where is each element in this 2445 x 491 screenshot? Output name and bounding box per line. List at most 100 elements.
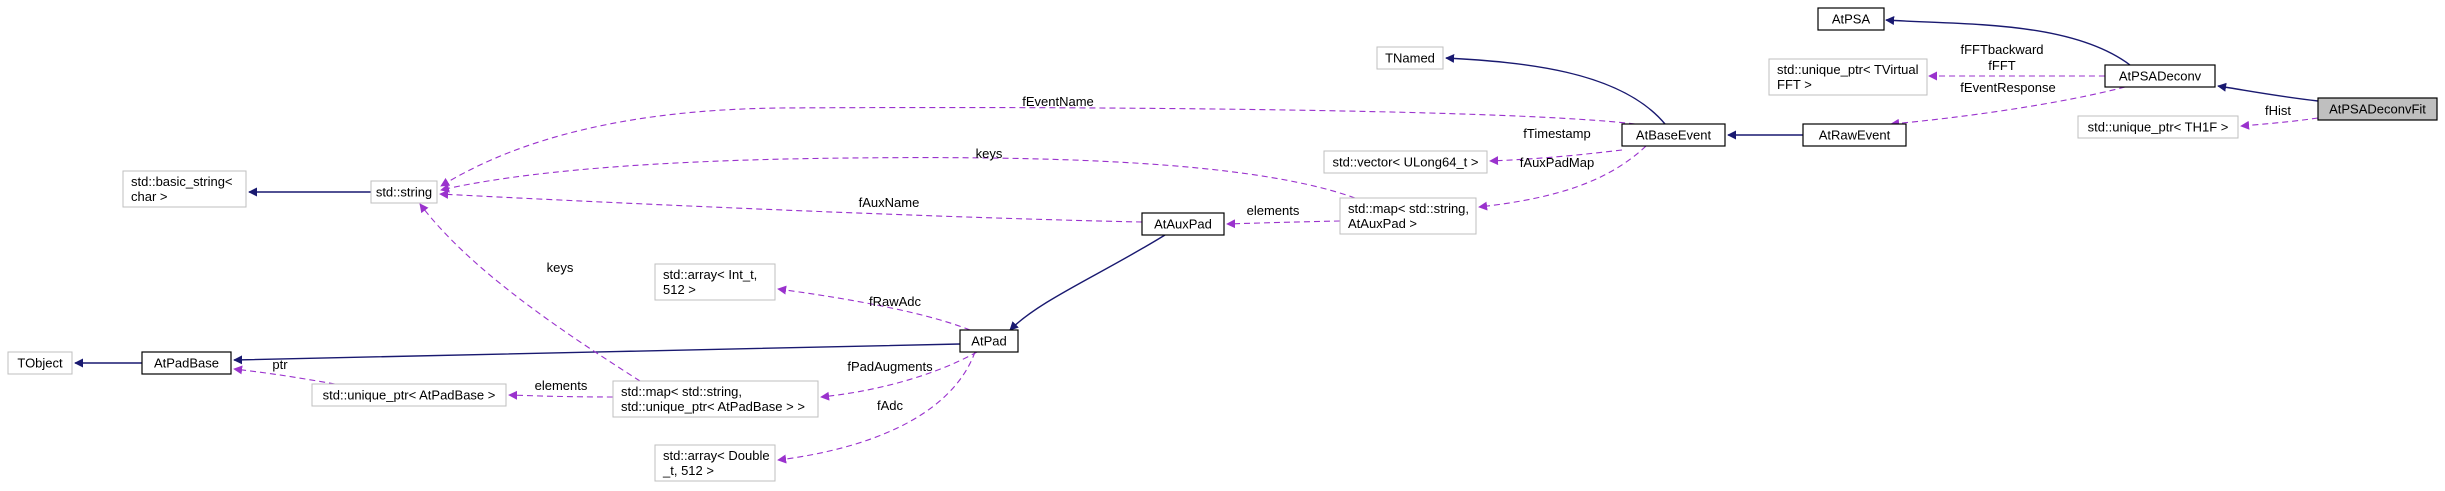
edge-label-fpadaugments: fPadAugments (847, 359, 933, 374)
class-node-label: TObject (17, 356, 63, 371)
edge-label-keys: keys (547, 260, 574, 275)
class-node-atpsadeconv[interactable]: AtPSADeconv (2104, 64, 2216, 88)
inheritance-edge-AtAuxPad-to-AtPad (1009, 234, 1166, 331)
class-node-box (122, 170, 247, 208)
class-node-box (1768, 58, 1928, 96)
class-node-box (141, 351, 232, 375)
edge-label-frawadc: fRawAdc (869, 294, 922, 309)
class-node-box (1323, 150, 1488, 174)
class-node-label: AtAuxPad (1154, 217, 1212, 232)
class-node-map-atauxpad: std::map< std::string,AtAuxPad > (1339, 197, 1477, 235)
usage-edge-map_AtPadBase-to-std_string (419, 203, 641, 382)
class-node-basic-string: std::basic_string<char > (122, 170, 247, 208)
usage-edge-uptr_AtPadBase-to-AtPadBase (233, 365, 336, 385)
class-node-box (370, 180, 438, 204)
class-node-atpsa[interactable]: AtPSA (1817, 7, 1885, 31)
class-node-box (1817, 7, 1885, 31)
class-node-box (654, 444, 776, 482)
class-node-box (7, 351, 73, 375)
usage-edge-map_AtAuxPad-to-AtAuxPad (1226, 219, 1341, 229)
class-node-map-atpadbase: std::map< std::string,std::unique_ptr< A… (612, 380, 819, 418)
class-node-box (959, 329, 1019, 353)
class-node-label: TNamed (1385, 51, 1435, 66)
class-node-atpad[interactable]: AtPad (959, 329, 1019, 353)
usage-edge-AtPad-to-array_Int (777, 285, 971, 331)
class-node-label: std::unique_ptr< AtPadBase > (323, 388, 496, 403)
class-node-label: std::array< Int_t, (663, 267, 757, 282)
class-node-atpadbase[interactable]: AtPadBase (141, 351, 232, 375)
class-node-uptr-atpadbase: std::unique_ptr< AtPadBase > (311, 383, 507, 407)
class-node-label: std::unique_ptr< AtPadBase > > (621, 399, 805, 414)
class-node-box (311, 383, 507, 407)
edge-label-ptr: ptr (272, 357, 288, 372)
class-node-box (1376, 46, 1444, 70)
class-node-label: 512 > (663, 282, 696, 297)
usage-edge-AtBaseEvent-to-std_string (440, 106, 1636, 187)
class-node-atrawevent[interactable]: AtRawEvent (1802, 123, 1907, 147)
inheritance-edge-AtPad-to-AtPadBase (233, 343, 961, 365)
class-node-label: AtBaseEvent (1636, 128, 1712, 143)
inheritance-edge-AtBaseEvent-to-TNamed (1445, 53, 1666, 125)
class-node-label: std::unique_ptr< TH1F > (2088, 120, 2229, 135)
class-node-atpsadeconvfit[interactable]: AtPSADeconvFit (2317, 97, 2438, 121)
class-node-label: AtPSADeconvFit (2329, 102, 2426, 117)
class-node-tobject: TObject (7, 351, 73, 375)
class-node-label: AtPSA (1832, 12, 1871, 27)
class-node-label: AtPSADeconv (2119, 69, 2202, 84)
class-node-uptr-th1f: std::unique_ptr< TH1F > (2077, 115, 2239, 139)
class-node-box (2317, 97, 2438, 121)
usage-edge-AtPad-to-map_AtPadBase (820, 351, 978, 401)
usage-edge-AtBaseEvent-to-vector_ULong64 (1489, 149, 1623, 166)
class-node-array-int: std::array< Int_t,512 > (654, 263, 776, 301)
class-node-label: AtPadBase (154, 356, 219, 371)
class-node-atbaseevent[interactable]: AtBaseEvent (1621, 123, 1726, 147)
edge-label-feventname: fEventName (1022, 94, 1094, 109)
class-node-vector-ulong64: std::vector< ULong64_t > (1323, 150, 1488, 174)
edge-label-feventresponse: fEventResponse (1960, 80, 2055, 95)
edge-label-elements: elements (1247, 203, 1300, 218)
class-node-label: _t, 512 > (662, 463, 714, 478)
edge-label-fhist: fHist (2265, 103, 2291, 118)
usage-edge-AtPad-to-array_Double (777, 351, 976, 464)
class-node-label: AtRawEvent (1819, 128, 1891, 143)
inheritance-edge-AtPSADeconv-to-AtPSA (1885, 16, 2131, 66)
edge-label-fadc: fAdc (877, 398, 904, 413)
class-node-label: AtAuxPad > (1348, 216, 1417, 231)
edge-label-ffft: fFFT (1988, 58, 2015, 73)
edge-label-ftimestamp: fTimestamp (1523, 126, 1590, 141)
class-node-box (1141, 212, 1225, 236)
class-node-label: char > (131, 189, 168, 204)
usage-edge-AtAuxPad-to-std_string (439, 189, 1143, 223)
class-node-tnamed: TNamed (1376, 46, 1444, 70)
usage-edge-AtPSADeconvFit-to-uptr_TH1F (2240, 117, 2319, 130)
edge-label-ffftbackward: fFFTbackward (1960, 42, 2043, 57)
edge-label-elements: elements (535, 378, 588, 393)
class-node-box (1339, 197, 1477, 235)
class-node-label: std::array< Double (663, 448, 770, 463)
usage-edge-AtBaseEvent-to-map_AtAuxPad (1478, 145, 1647, 211)
class-node-atauxpad[interactable]: AtAuxPad (1141, 212, 1225, 236)
class-node-std-string: std::string (370, 180, 438, 204)
usage-edge-map_AtAuxPad-to-std_string (440, 157, 1356, 199)
class-node-label: AtPad (971, 334, 1006, 349)
edge-label-keys: keys (976, 146, 1003, 161)
edge-label-fauxpadmap: fAuxPadMap (1520, 155, 1594, 170)
class-node-box (612, 380, 819, 418)
edge-label-fauxname: fAuxName (859, 195, 920, 210)
inheritance-edge-AtPSADeconvFit-to-AtPSADeconv (2217, 82, 2319, 102)
usage-edge-map_AtPadBase-to-uptr_AtPadBase (508, 390, 614, 400)
class-node-label: std::unique_ptr< TVirtual (1777, 62, 1919, 77)
class-node-label: std::map< std::string, (621, 384, 742, 399)
class-node-label: std::vector< ULong64_t > (1333, 155, 1479, 170)
class-node-label: std::basic_string< (131, 174, 233, 189)
class-node-box (654, 263, 776, 301)
class-node-box (2104, 64, 2216, 88)
class-node-label: std::string (376, 185, 432, 200)
class-node-label: FFT > (1777, 77, 1812, 92)
class-node-box (2077, 115, 2239, 139)
class-node-box (1802, 123, 1907, 147)
class-node-box (1621, 123, 1726, 147)
class-node-array-double: std::array< Double_t, 512 > (654, 444, 776, 482)
